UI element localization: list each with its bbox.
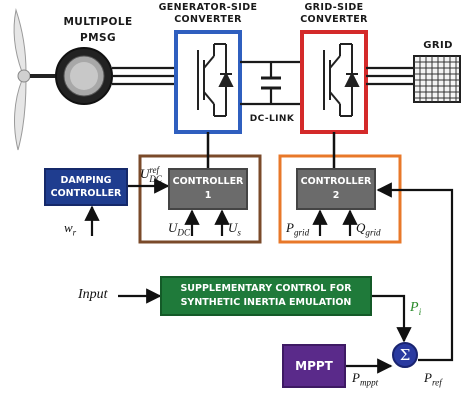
mppt-block: MPPT: [282, 344, 346, 388]
p-ref-sub: ref: [431, 377, 442, 388]
pmsg-label-line1: Multipole: [63, 16, 133, 28]
igbt-icon: [197, 43, 234, 117]
summing-junction: Σ: [392, 342, 418, 368]
supplementary-control-line2: Synthetic Inertia Emulation: [180, 297, 352, 308]
pmsg-label-line2: PMSG: [80, 32, 116, 44]
p-i-label: Pi: [410, 300, 422, 318]
controller-2-outline: [278, 154, 402, 244]
gsc-label-line1: Generator-Side: [158, 2, 258, 13]
controller-2-line1: Controller: [300, 176, 372, 187]
grid-conv-label-line2: Converter: [300, 14, 368, 25]
controller-2-line2: 2: [332, 190, 340, 201]
p-i-main: P: [410, 300, 419, 315]
input-label: Input: [78, 287, 108, 302]
w-r-label: wr: [64, 220, 77, 238]
wind-turbine-icon: [13, 8, 58, 151]
p-mppt-main: P: [352, 370, 360, 385]
controller-1-line2: 1: [204, 190, 212, 201]
u-dc-label: UDC: [168, 220, 191, 238]
controller-1-line1: Controller: [172, 176, 244, 187]
pmsg-label: Multipole PMSG: [54, 14, 142, 46]
igbt-icon: [323, 43, 360, 117]
supplementary-control-line1: Supplementary Control for: [180, 283, 352, 294]
grid-label: Grid: [423, 40, 453, 51]
gsc-label-line2: Converter: [174, 14, 242, 25]
p-mppt-sub: mppt: [359, 377, 379, 388]
w-r-sub: r: [72, 227, 77, 238]
u-s-main: U: [228, 220, 238, 235]
grid-conv-label-line1: Grid-Side: [304, 2, 364, 13]
grid-mesh-icon: [413, 55, 461, 103]
w-r-main: w: [64, 220, 73, 235]
controller-1-outline: [138, 154, 262, 244]
u-dc-ref-sub: DC: [149, 174, 162, 185]
p-mppt-label: Pmppt: [352, 370, 379, 388]
controller-1-block: Controller 1: [168, 168, 248, 210]
damping-controller-block: Damping Controller: [44, 168, 128, 206]
u-s-label: Us: [228, 220, 241, 238]
dc-link-label: DC-link: [249, 114, 295, 124]
p-grid-label: Pgrid: [286, 220, 310, 238]
supplementary-control-block: Supplementary Control for Synthetic Iner…: [160, 276, 372, 316]
generator-side-converter-label: Generator-Side Converter: [146, 2, 270, 26]
p-grid-main: P: [286, 220, 294, 235]
u-dc-ref-sup: ref: [149, 165, 160, 176]
u-dc-sub: DC: [177, 227, 191, 238]
q-grid-main: Q: [356, 220, 366, 235]
controller-2-block: Controller 2: [296, 168, 376, 210]
q-grid-sub: grid: [365, 227, 381, 238]
p-ref-label: Pref: [424, 370, 442, 388]
capacitor-icon: [261, 76, 281, 90]
u-s-sub: s: [237, 227, 241, 238]
p-ref-main: P: [424, 370, 432, 385]
p-i-sub: i: [418, 306, 422, 318]
generator-icon: [55, 47, 113, 105]
q-grid-label: Qgrid: [356, 220, 381, 238]
u-dc-main: U: [168, 220, 178, 235]
damping-controller-line1: Damping: [60, 175, 112, 186]
p-grid-sub: grid: [293, 227, 310, 238]
grid-side-converter-label: Grid-Side Converter: [282, 2, 386, 26]
damping-controller-line2: Controller: [50, 188, 122, 199]
u-dc-ref-main: U: [140, 166, 150, 181]
